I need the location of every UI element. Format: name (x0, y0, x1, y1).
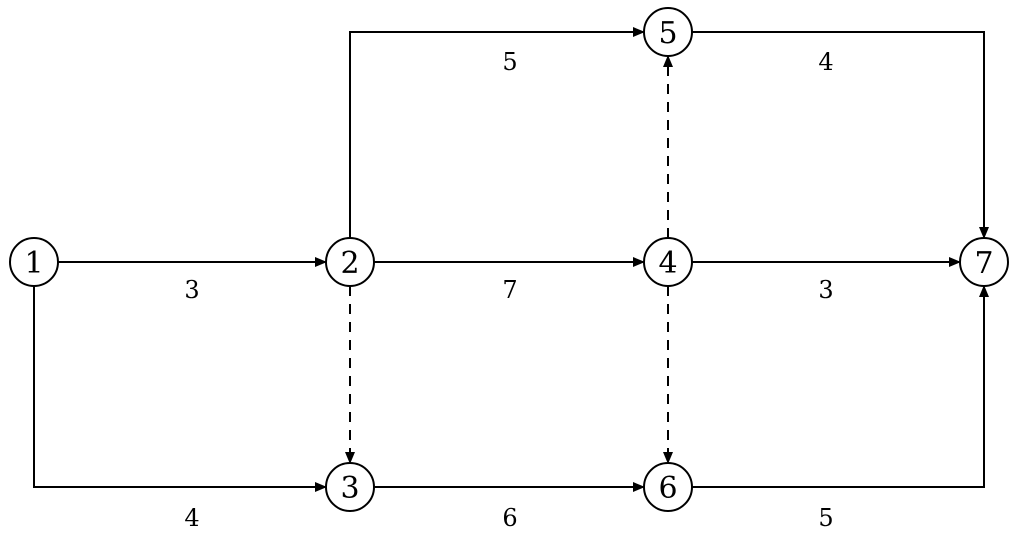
edge-arrow-1-3 (33, 286, 327, 492)
node-5: 5 (643, 7, 693, 57)
node-circle-5 (643, 7, 693, 57)
node-circle-6 (643, 462, 693, 512)
edge-4-7: 3 (692, 257, 961, 304)
edges-layer: 3 4 5 7 6 3 4 5 (33, 27, 989, 532)
node-circle-2 (325, 237, 375, 287)
edge-label-5-7: 4 (818, 48, 833, 76)
node-circle-1 (9, 237, 59, 287)
edge-2-5: 5 (349, 27, 645, 238)
node-circle-7 (959, 237, 1009, 287)
node-3: 3 (325, 462, 375, 512)
node-label-6: 6 (658, 471, 677, 506)
edge-arrow-6-7 (692, 285, 989, 488)
edge-1-3: 4 (33, 286, 327, 532)
edge-6-7: 5 (692, 285, 989, 532)
node-circle-4 (643, 237, 693, 287)
node-label-7: 7 (974, 246, 993, 281)
edge-label-3-6: 6 (502, 504, 517, 532)
node-label-5: 5 (658, 16, 677, 51)
edge-arrow-2-5 (349, 27, 645, 238)
edge-label-1-2: 3 (184, 276, 199, 304)
node-label-3: 3 (340, 471, 359, 506)
node-4: 4 (643, 237, 693, 287)
node-2: 2 (325, 237, 375, 287)
node-label-4: 4 (658, 246, 677, 281)
node-7: 7 (959, 237, 1009, 287)
node-label-2: 2 (340, 246, 359, 281)
edge-label-2-5: 5 (502, 48, 517, 76)
edge-label-2-4: 7 (502, 276, 517, 304)
edge-label-6-7: 5 (818, 504, 833, 532)
edge-label-1-3: 4 (184, 504, 199, 532)
nodes-layer: 1 2 3 4 5 6 7 (9, 7, 1009, 512)
node-6: 6 (643, 462, 693, 512)
edge-2-4: 7 (374, 257, 645, 304)
edge-label-4-7: 3 (818, 276, 833, 304)
edge-1-2: 3 (58, 257, 327, 304)
node-label-1: 1 (24, 246, 43, 281)
node-circle-3 (325, 462, 375, 512)
edge-5-7: 4 (692, 31, 989, 239)
node-1: 1 (9, 237, 59, 287)
edge-3-6: 6 (374, 482, 645, 532)
edge-arrow-5-7 (692, 31, 989, 239)
